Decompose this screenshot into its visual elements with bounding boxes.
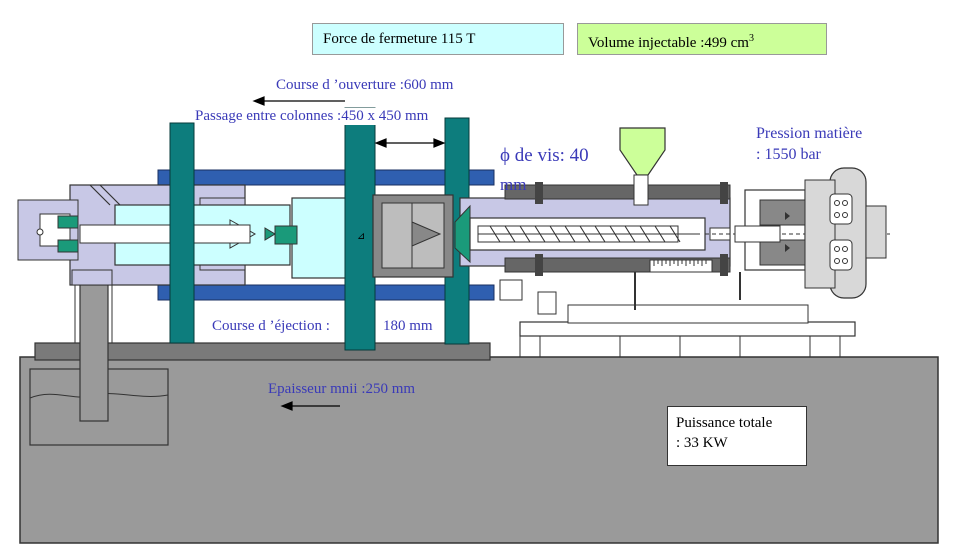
force-fermeture-label: Force de fermeture 115 T [323, 31, 476, 47]
frame-plate [34, 342, 491, 361]
tie-bar-bottom [157, 284, 495, 301]
vis-diametre-text: de vis: 40 [514, 145, 589, 166]
puissance-line1: Puissance totale [676, 415, 773, 431]
course-ejection-value: 180 mm [383, 318, 433, 334]
course-ouverture-label: Course d ’ouverture :600 mm [276, 77, 454, 93]
tie-bar-top [157, 169, 495, 186]
vis-unit-label: mm [500, 175, 527, 194]
screw [478, 225, 700, 243]
puissance-line2: : 33 KW [676, 435, 728, 451]
course-ejection-label: Course d ’éjection : [212, 318, 330, 334]
volume-injectable-label: Volume injectable :499 cm [588, 35, 749, 51]
puissance-box: Puissance totale : 33 KW [667, 406, 807, 466]
stroke-gauge [649, 259, 713, 273]
moving-platen-plate [344, 107, 376, 351]
epaisseur-label: Epaisseur mnii :250 mm [268, 381, 416, 397]
hopper [619, 127, 666, 176]
volume-injectable-box: Volume injectable :499 cm3 [577, 23, 827, 55]
force-fermeture-box: Force de fermeture 115 T [312, 23, 564, 55]
vis-diametre-label: ϕ de vis: 40 [500, 145, 589, 167]
pression-line2: : 1550 bar [756, 146, 821, 163]
volume-exponent: 3 [748, 33, 754, 44]
phi-symbol: ϕ [500, 145, 511, 166]
svg-text:⊿: ⊿ [357, 231, 365, 242]
passage-colonnes-arrow [374, 138, 446, 148]
moving-platen [291, 197, 353, 279]
pression-line1: Pression matière [756, 125, 863, 142]
rear-platen [169, 122, 195, 344]
course-ouverture-arrow [252, 96, 345, 106]
injection-bed [519, 321, 856, 337]
passage-colonnes-label: Passage entre colonnes :450 x 450 mm [195, 108, 429, 125]
epaisseur-arrow [280, 401, 340, 411]
